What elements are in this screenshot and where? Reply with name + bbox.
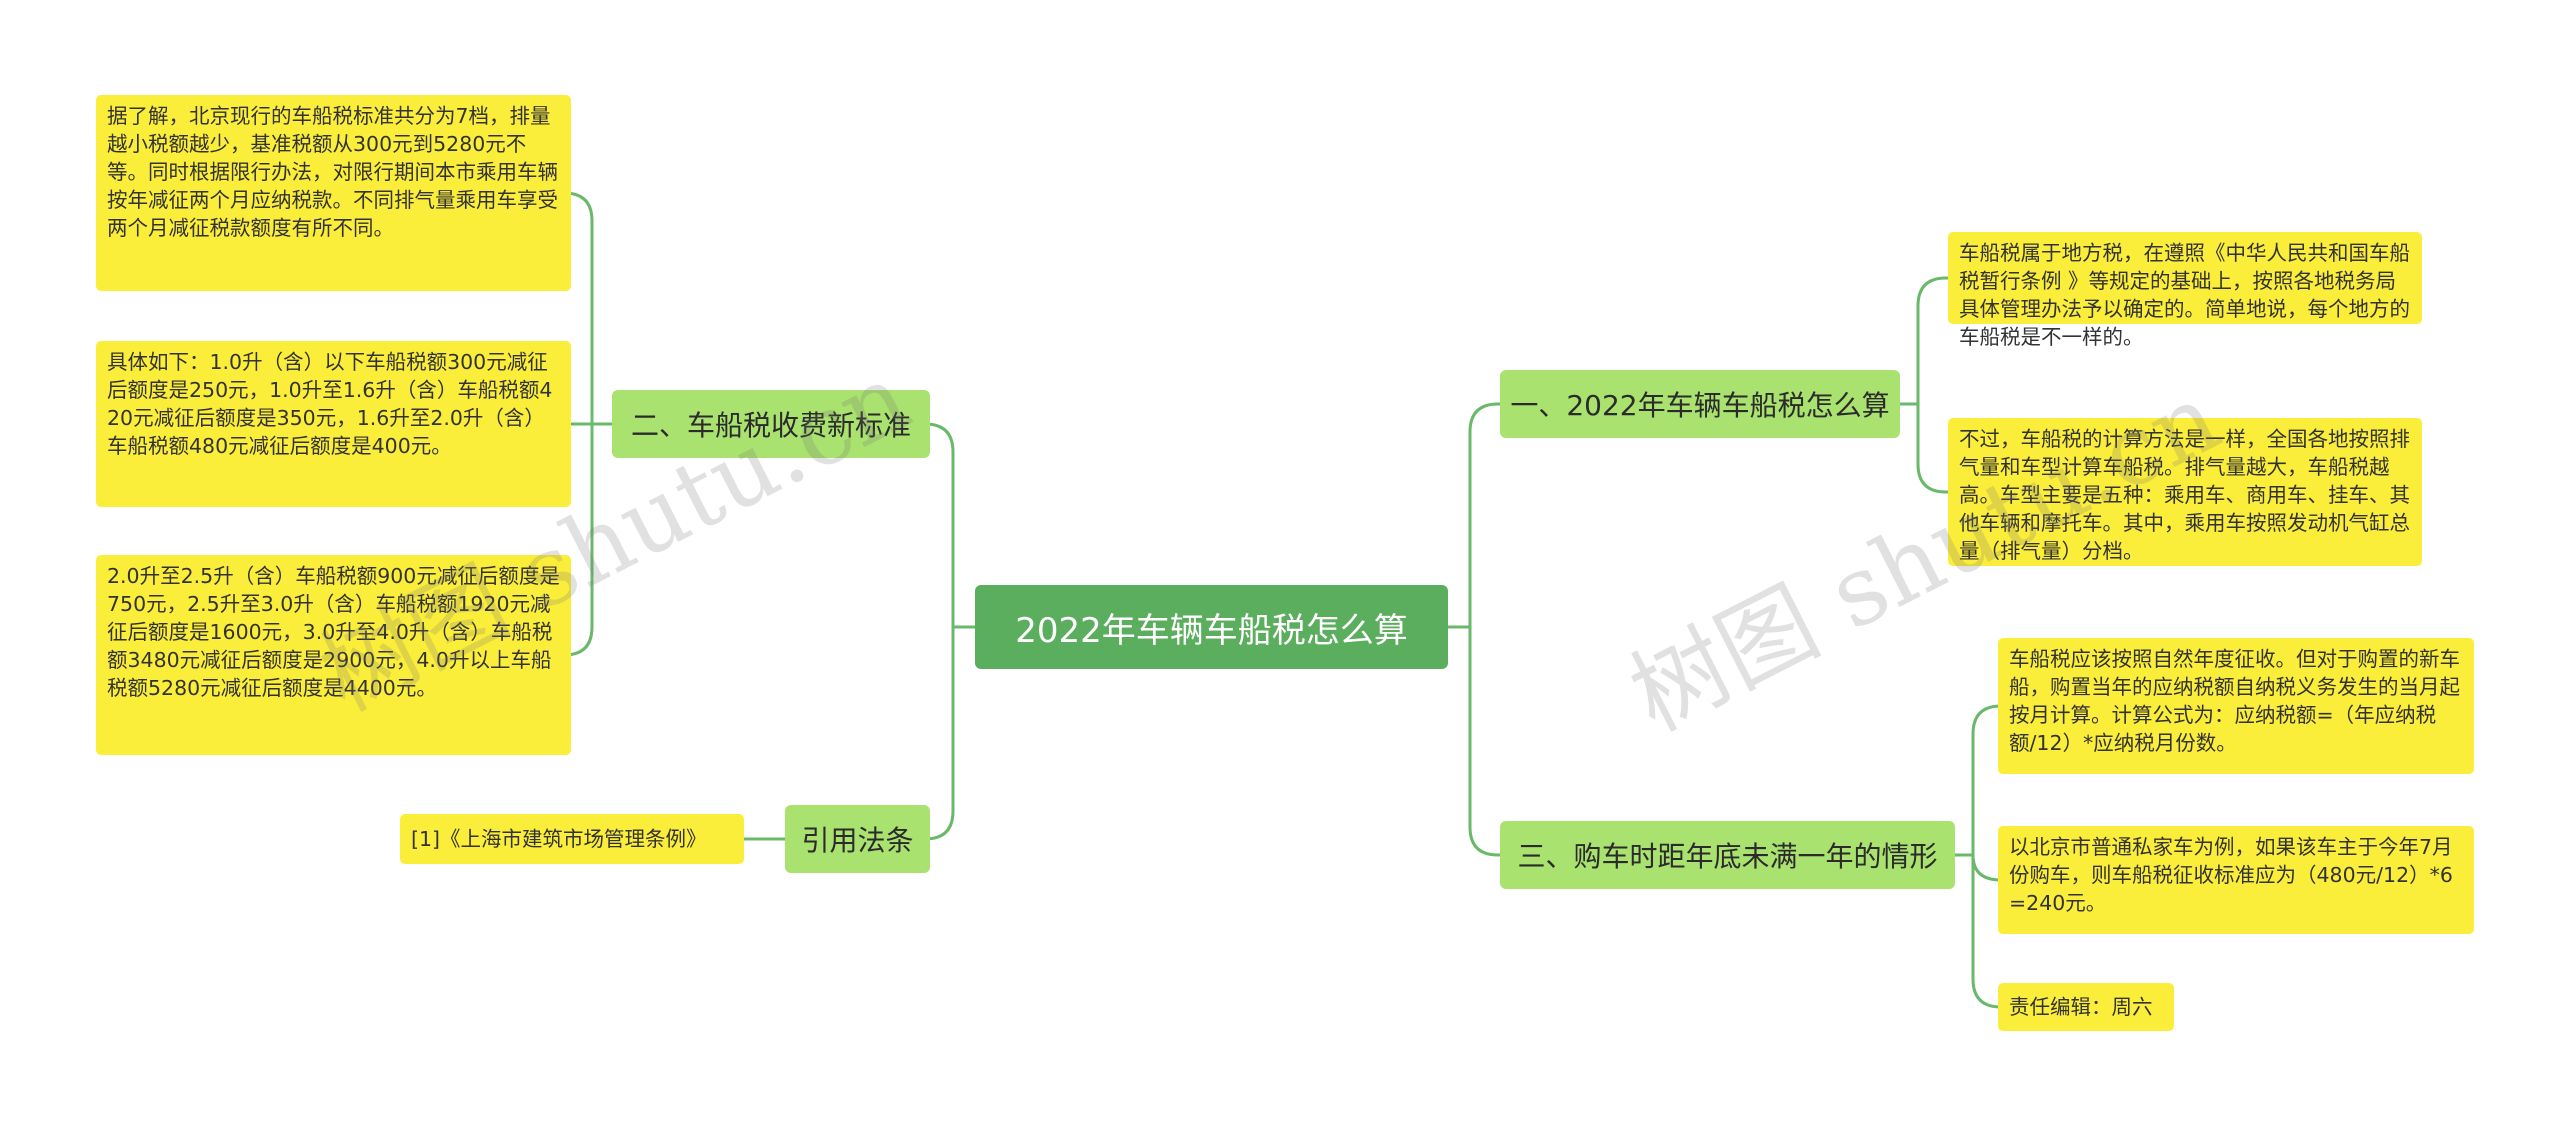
leaf-text: 车船税属于地方税，在遵照《中华人民共和国车船税暂行条例 》等规定的基础上，按照各…: [1959, 241, 2410, 349]
link-b3-l7: [1971, 854, 2002, 882]
leaf-text: [1]《上海市建筑市场管理条例》: [411, 827, 707, 851]
root-title: 2022年车辆车船税怎么算: [1015, 610, 1408, 651]
leaf-node-l1[interactable]: 车船税属于地方税，在遵照《中华人民共和国车船税暂行条例 》等规定的基础上，按照各…: [1948, 232, 2422, 349]
leaf-node-l5[interactable]: 2.0升至2.5升（含）车船税额900元减征后额度是750元，2.5升至3.0升…: [96, 555, 571, 755]
branch-label: 三、购车时距年底未满一年的情形: [1517, 840, 1938, 873]
leaf-node-l7[interactable]: 以北京市普通私家车为例，如果该车主于今年7月份购车，则车船税征收标准应为（480…: [1998, 826, 2474, 934]
leaf-node-l3[interactable]: 据了解，北京现行的车船税标准共分为7档，排量越小税额越少，基准税额从300元到5…: [96, 95, 571, 291]
branch-node-b1[interactable]: 一、2022年车辆车船税怎么算: [1500, 370, 1900, 438]
branch-node-b2[interactable]: 二、车船税收费新标准: [612, 390, 930, 458]
leaf-node-l8[interactable]: 责任编辑：周六: [1998, 983, 2174, 1031]
leaf-text: 不过，车船税的计算方法是一样，全国各地按照排气量和车型计算车船税。排气量越大，车…: [1959, 427, 2410, 563]
link-b2-l3: [563, 191, 612, 426]
branch-label: 二、车船税收费新标准: [630, 409, 911, 442]
link-b1-l1: [1900, 276, 1948, 406]
leaf-text: 据了解，北京现行的车船税标准共分为7档，排量越小税额越少，基准税额从300元到5…: [107, 104, 558, 240]
leaf-text: 具体如下：1.0升（含）以下车船税额300元减征后额度是250元，1.0升至1.…: [107, 350, 553, 458]
branch-label: 引用法条: [801, 824, 914, 857]
leaf-node-l4[interactable]: 具体如下：1.0升（含）以下车船税额300元减征后额度是250元，1.0升至1.…: [96, 341, 571, 507]
link-b3-l6: [1955, 704, 2002, 857]
link-right-b3: [1468, 627, 1500, 857]
leaf-text: 以北京市普通私家车为例，如果该车主于今年7月份购车，则车船税征收标准应为（480…: [2009, 835, 2453, 915]
leaf-text: 2.0升至2.5升（含）车船税额900元减征后额度是750元，2.5升至3.0升…: [107, 564, 560, 700]
link-b1-l2: [1916, 404, 1948, 494]
link-right-b1: [1468, 402, 1500, 627]
branch-label: 一、2022年车辆车船税怎么算: [1510, 389, 1890, 422]
leaf-node-l9[interactable]: [1]《上海市建筑市场管理条例》: [400, 814, 744, 864]
branch-node-b3[interactable]: 三、购车时距年底未满一年的情形: [1500, 821, 1955, 889]
leaf-text: 车船税应该按照自然年度征收。但对于购置的新车船，购置当年的应纳税额自纳税义务发生…: [2009, 647, 2460, 755]
root-node[interactable]: 2022年车辆车船税怎么算: [975, 585, 1448, 669]
leaf-text: 责任编辑：周六: [2009, 995, 2153, 1019]
leaf-node-l6[interactable]: 车船税应该按照自然年度征收。但对于购置的新车船，购置当年的应纳税额自纳税义务发生…: [1998, 638, 2474, 774]
leaf-node-l2[interactable]: 不过，车船税的计算方法是一样，全国各地按照排气量和车型计算车船税。排气量越大，车…: [1948, 418, 2422, 566]
branch-node-b4[interactable]: 引用法条: [785, 805, 930, 873]
